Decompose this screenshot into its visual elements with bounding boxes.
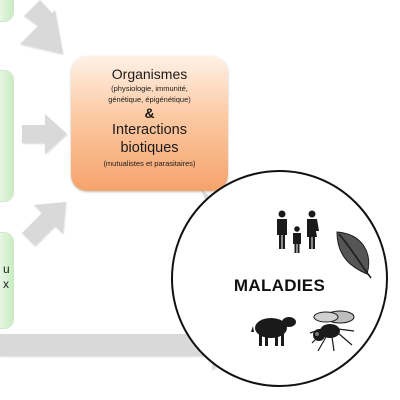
organisms-subtitle-line1: (physiologie, immunité,: [111, 84, 188, 93]
left-box-top: [0, 0, 14, 22]
interactions-title-line2: biotiques: [120, 140, 179, 156]
maladies-label: MALADIES: [233, 276, 326, 295]
leaf-icon: [336, 231, 372, 279]
interactions-title-line1: Interactions: [112, 122, 187, 138]
sheep-icon: [251, 317, 296, 346]
arrow-middle-right: [22, 114, 67, 154]
organisms-subtitle-line2: génétique, épigénétique): [108, 95, 191, 104]
left-box-text-fragment-2: x: [3, 277, 9, 291]
organisms-interactions-box: Organismes (physiologie, immunité, génét…: [71, 56, 228, 191]
left-box-middle: [0, 70, 14, 202]
human-family-icon: [277, 210, 319, 253]
arrow-top-diagonal: [20, 0, 63, 54]
interactions-subtitle: (mutualistes et parasitaires): [103, 159, 196, 168]
organisms-title: Organismes: [111, 66, 188, 82]
arrow-lower-diagonal: [22, 202, 66, 246]
fly-icon: [309, 310, 355, 352]
left-box-bottom: [0, 232, 14, 329]
ampersand: &: [144, 105, 155, 121]
left-box-text-fragment-1: u: [3, 262, 10, 276]
maladies-circle: MALADIES: [171, 170, 388, 387]
arrow-bottom-long: [0, 321, 244, 370]
